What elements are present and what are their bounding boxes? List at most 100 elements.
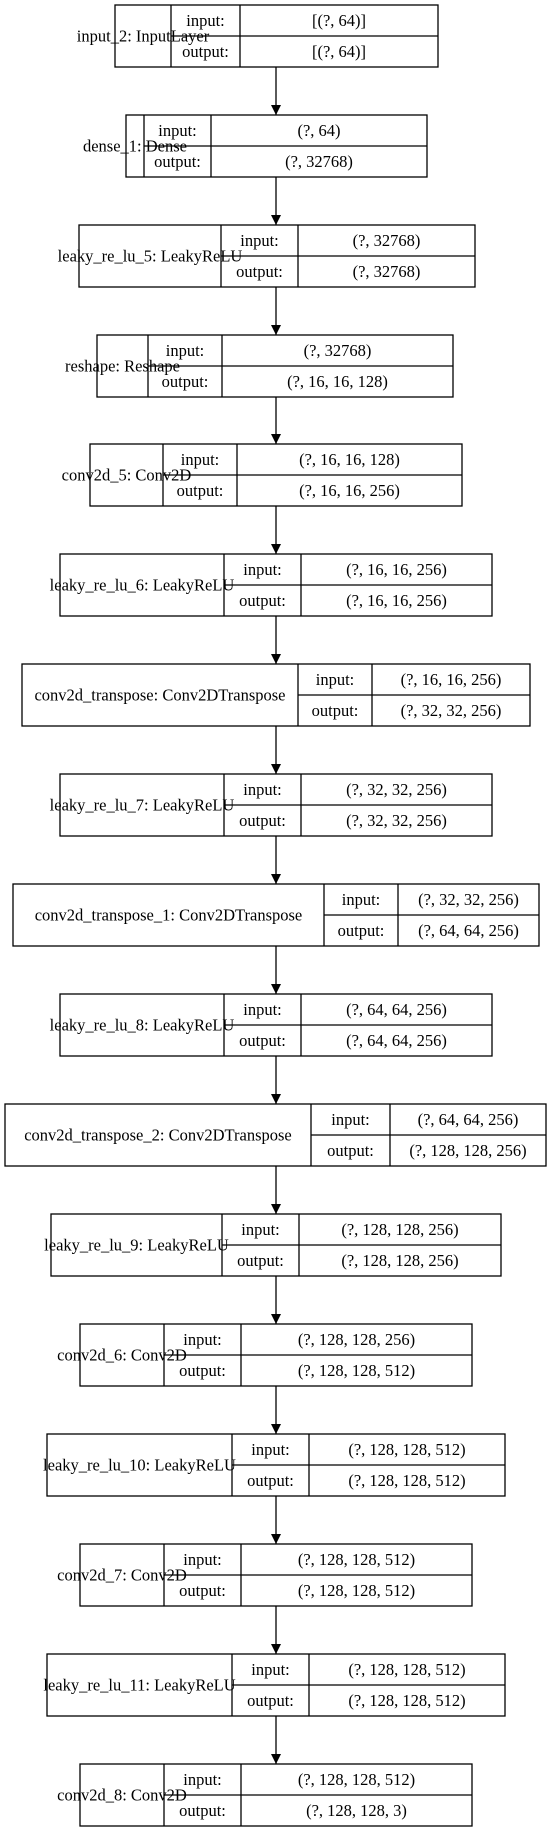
layer-name: leaky_re_lu_11: LeakyReLU xyxy=(43,1676,235,1695)
output-label: output: xyxy=(239,1031,286,1050)
input-shape: (?, 128, 128, 512) xyxy=(348,1660,465,1679)
output-shape: (?, 32768) xyxy=(353,262,421,281)
output-shape: (?, 128, 128, 512) xyxy=(298,1361,415,1380)
layer-name: dense_1: Dense xyxy=(83,137,187,156)
layer-name: leaky_re_lu_5: LeakyReLU xyxy=(58,247,243,266)
output-shape: (?, 128, 128, 512) xyxy=(348,1691,465,1710)
layer-name: conv2d_7: Conv2D xyxy=(57,1566,187,1585)
input-shape: (?, 32768) xyxy=(353,231,421,250)
input-shape: (?, 16, 16, 128) xyxy=(299,450,400,469)
input-shape: (?, 128, 128, 256) xyxy=(341,1220,458,1239)
layer-node: leaky_re_lu_8: LeakyReLU input: output: (?,… xyxy=(50,993,493,1057)
input-shape: (?, 64, 64, 256) xyxy=(418,1110,519,1129)
input-shape: [(?, 64)] xyxy=(312,11,366,30)
output-shape: (?, 64, 64, 256) xyxy=(418,921,519,940)
output-label: output: xyxy=(338,921,385,940)
output-shape: (?, 32, 32, 256) xyxy=(346,811,447,830)
layer-name: input_2: InputLayer xyxy=(77,27,210,46)
output-label: output: xyxy=(247,1691,294,1710)
input-label: input: xyxy=(243,560,282,579)
layer-name: leaky_re_lu_9: LeakyReLU xyxy=(44,1236,229,1255)
output-label: output: xyxy=(162,372,209,391)
output-label: output: xyxy=(179,1581,226,1600)
output-label: output: xyxy=(177,481,224,500)
input-shape: (?, 32, 32, 256) xyxy=(418,890,519,909)
output-label: output: xyxy=(239,811,286,830)
layer-name: conv2d_5: Conv2D xyxy=(62,466,192,485)
layer-node: conv2d_transpose: Conv2DTranspose input: o… xyxy=(21,663,531,727)
output-shape: (?, 128, 128, 512) xyxy=(348,1471,465,1490)
layer-name: conv2d_8: Conv2D xyxy=(57,1786,187,1805)
input-label: input: xyxy=(183,1550,222,1569)
output-label: output: xyxy=(327,1141,374,1160)
layer-node: leaky_re_lu_9: LeakyReLU input: output: (?,… xyxy=(44,1213,502,1277)
layer-node: leaky_re_lu_6: LeakyReLU input: output: (?,… xyxy=(50,553,493,617)
input-label: input: xyxy=(158,121,197,140)
input-shape: (?, 16, 16, 256) xyxy=(401,670,502,689)
input-shape: (?, 128, 128, 256) xyxy=(298,1330,415,1349)
input-shape: (?, 64, 64, 256) xyxy=(346,1000,447,1019)
layer-name: conv2d_6: Conv2D xyxy=(57,1346,187,1365)
input-shape: (?, 128, 128, 512) xyxy=(298,1550,415,1569)
input-shape: (?, 128, 128, 512) xyxy=(348,1440,465,1459)
output-shape: (?, 32, 32, 256) xyxy=(401,701,502,720)
input-label: input: xyxy=(316,670,355,689)
output-shape: (?, 16, 16, 256) xyxy=(299,481,400,500)
output-shape: (?, 16, 16, 256) xyxy=(346,591,447,610)
layer-box xyxy=(21,663,531,727)
layer-node: leaky_re_lu_7: LeakyReLUinput:output:(?,… xyxy=(50,773,493,837)
output-label: output: xyxy=(247,1471,294,1490)
input-shape: (?, 16, 16, 256) xyxy=(346,560,447,579)
input-label: input: xyxy=(243,1000,282,1019)
input-label: input: xyxy=(240,231,279,250)
input-label: input: xyxy=(241,1220,280,1239)
layer-name: reshape: Reshape xyxy=(65,357,180,376)
layer-name: conv2d_transpose: Conv2DTranspose xyxy=(34,686,285,705)
output-label: output: xyxy=(236,262,283,281)
input-label: input: xyxy=(342,890,381,909)
output-shape: (?, 128, 128, 256) xyxy=(409,1141,526,1160)
input-label: input: xyxy=(183,1330,222,1349)
input-label: input: xyxy=(251,1660,290,1679)
output-shape: (?, 64, 64, 256) xyxy=(346,1031,447,1050)
layer-node: conv2d_transpose_1: Conv2DTranspose input… xyxy=(12,883,540,947)
layer-name: conv2d_transpose_2: Conv2DTranspose xyxy=(24,1126,292,1145)
layer-node: leaky_re_lu_10: LeakyReLUinput:output:(?… xyxy=(43,1433,506,1497)
layer-node: conv2d_transpose_2: Conv2DTranspose input… xyxy=(4,1103,547,1167)
layer-name: leaky_re_lu_8: LeakyReLU xyxy=(50,1016,235,1035)
layer-name: leaky_re_lu_6: LeakyReLU xyxy=(50,576,235,595)
input-label: input: xyxy=(186,11,225,30)
output-shape: [(?, 64)] xyxy=(312,42,366,61)
input-label: input: xyxy=(251,1440,290,1459)
output-label: output: xyxy=(312,701,359,720)
input-label: input: xyxy=(331,1110,370,1129)
output-shape: (?, 128, 128, 3) xyxy=(306,1801,407,1820)
input-shape: (?, 128, 128, 512) xyxy=(298,1770,415,1789)
output-label: output: xyxy=(239,591,286,610)
output-shape: (?, 128, 128, 256) xyxy=(341,1251,458,1270)
output-label: output: xyxy=(237,1251,284,1270)
input-label: input: xyxy=(166,341,205,360)
input-label: input: xyxy=(181,450,220,469)
output-label: output: xyxy=(179,1801,226,1820)
output-label: output: xyxy=(179,1361,226,1380)
input-shape: (?, 64) xyxy=(297,121,340,140)
input-label: input: xyxy=(243,780,282,799)
output-label: output: xyxy=(154,152,201,171)
output-shape: (?, 128, 128, 512) xyxy=(298,1581,415,1600)
output-shape: (?, 32768) xyxy=(285,152,353,171)
output-shape: (?, 16, 16, 128) xyxy=(287,372,388,391)
output-label: output: xyxy=(182,42,229,61)
layer-name: conv2d_transpose_1: Conv2DTranspose xyxy=(35,906,303,925)
layer-node: leaky_re_lu_11: LeakyReLU input: output: (?… xyxy=(43,1653,506,1717)
